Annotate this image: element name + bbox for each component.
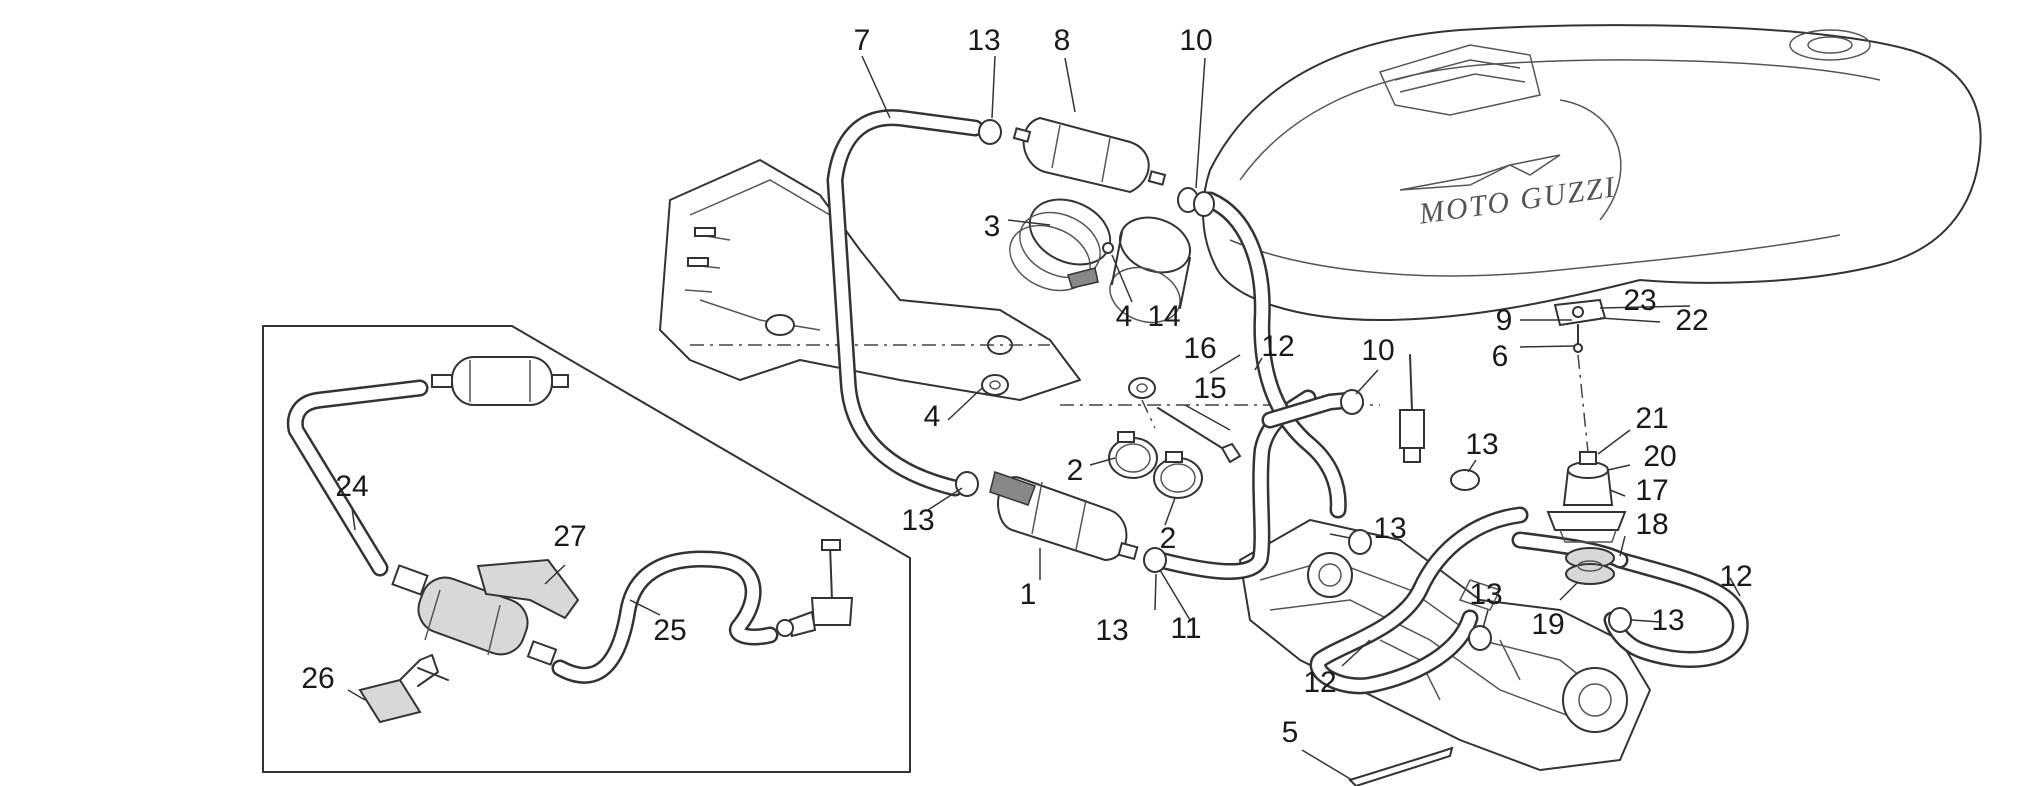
leader-lines [347, 55, 1741, 781]
label-15: 15 [1193, 372, 1226, 405]
label-14: 14 [1147, 300, 1180, 333]
label-16: 16 [1183, 332, 1216, 365]
part-labels: 1 2 2 3 4 4 5 6 7 8 9 10 10 11 12 12 12 … [301, 24, 1752, 749]
label-8: 8 [1054, 24, 1071, 57]
label-13a: 13 [967, 24, 1000, 57]
label-6: 6 [1492, 340, 1509, 373]
label-13c: 13 [1095, 614, 1128, 647]
label-7: 7 [854, 24, 871, 57]
label-19: 19 [1531, 608, 1564, 641]
label-27: 27 [553, 520, 586, 553]
inset-fuel-line [286, 356, 854, 724]
inset-box [262, 325, 911, 773]
label-10b: 10 [1361, 334, 1394, 367]
label-12a: 12 [1261, 330, 1294, 363]
label-26: 26 [301, 662, 334, 695]
main-components [955, 116, 1632, 786]
label-13f: 13 [1469, 578, 1502, 611]
label-2b: 2 [1160, 522, 1177, 555]
label-20: 20 [1643, 440, 1676, 473]
label-13g: 13 [1651, 604, 1684, 637]
label-5: 5 [1282, 716, 1299, 749]
label-1: 1 [1020, 578, 1037, 611]
label-4b: 4 [924, 400, 941, 433]
label-3: 3 [984, 210, 1001, 243]
label-10a: 10 [1179, 24, 1212, 57]
label-13d: 13 [1373, 512, 1406, 545]
label-11: 11 [1170, 612, 1201, 645]
label-17: 17 [1635, 474, 1668, 507]
label-9: 9 [1496, 304, 1513, 337]
fuel-tank: MOTO GUZZI [1202, 24, 1982, 322]
label-21: 21 [1635, 402, 1668, 435]
label-22: 22 [1675, 304, 1708, 337]
label-12b: 12 [1303, 666, 1336, 699]
label-25: 25 [653, 614, 686, 647]
label-23: 23 [1623, 284, 1656, 317]
label-2a: 2 [1067, 454, 1084, 487]
label-13b: 13 [901, 504, 934, 537]
label-4a: 4 [1116, 300, 1133, 333]
label-12c: 12 [1719, 560, 1752, 593]
label-24: 24 [335, 470, 368, 503]
label-18: 18 [1635, 508, 1668, 541]
label-13e: 13 [1465, 428, 1498, 461]
